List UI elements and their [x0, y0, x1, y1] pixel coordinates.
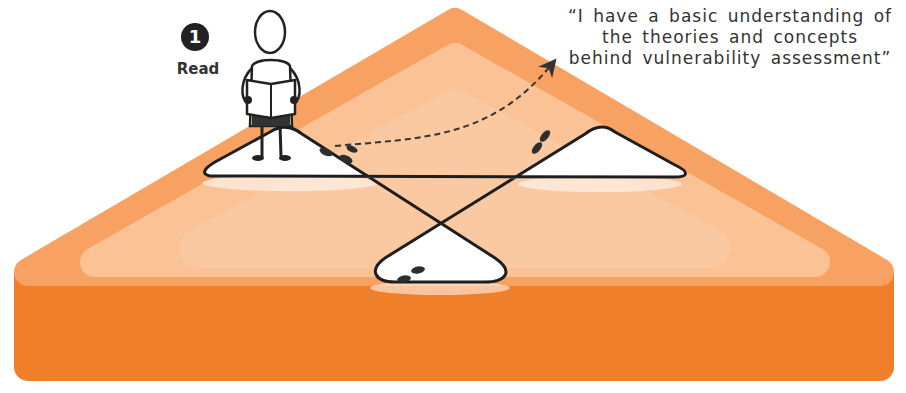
step-label: Read — [163, 59, 233, 79]
dashed-arrow — [335, 64, 552, 146]
callout-number: 1 — [180, 24, 210, 50]
loop-path — [205, 127, 686, 282]
footprint — [318, 146, 334, 158]
quote-text: “I have a basic understanding of the the… — [567, 6, 893, 69]
footprint — [538, 128, 552, 143]
figure-hand — [244, 96, 252, 104]
footprint — [396, 274, 411, 283]
footprint — [530, 140, 544, 155]
book-spine — [270, 84, 272, 118]
figure-leg — [261, 124, 264, 157]
figure-hand — [290, 96, 298, 104]
mound — [205, 127, 367, 176]
slab-front — [14, 272, 894, 367]
book — [247, 80, 295, 118]
footprint — [410, 265, 425, 274]
mound — [517, 127, 686, 177]
step-badge — [181, 23, 209, 51]
figure-head — [255, 11, 285, 53]
figure-leg — [280, 124, 281, 157]
figure-foot — [279, 155, 291, 161]
footprint — [338, 153, 354, 165]
figure-foot — [252, 155, 264, 161]
